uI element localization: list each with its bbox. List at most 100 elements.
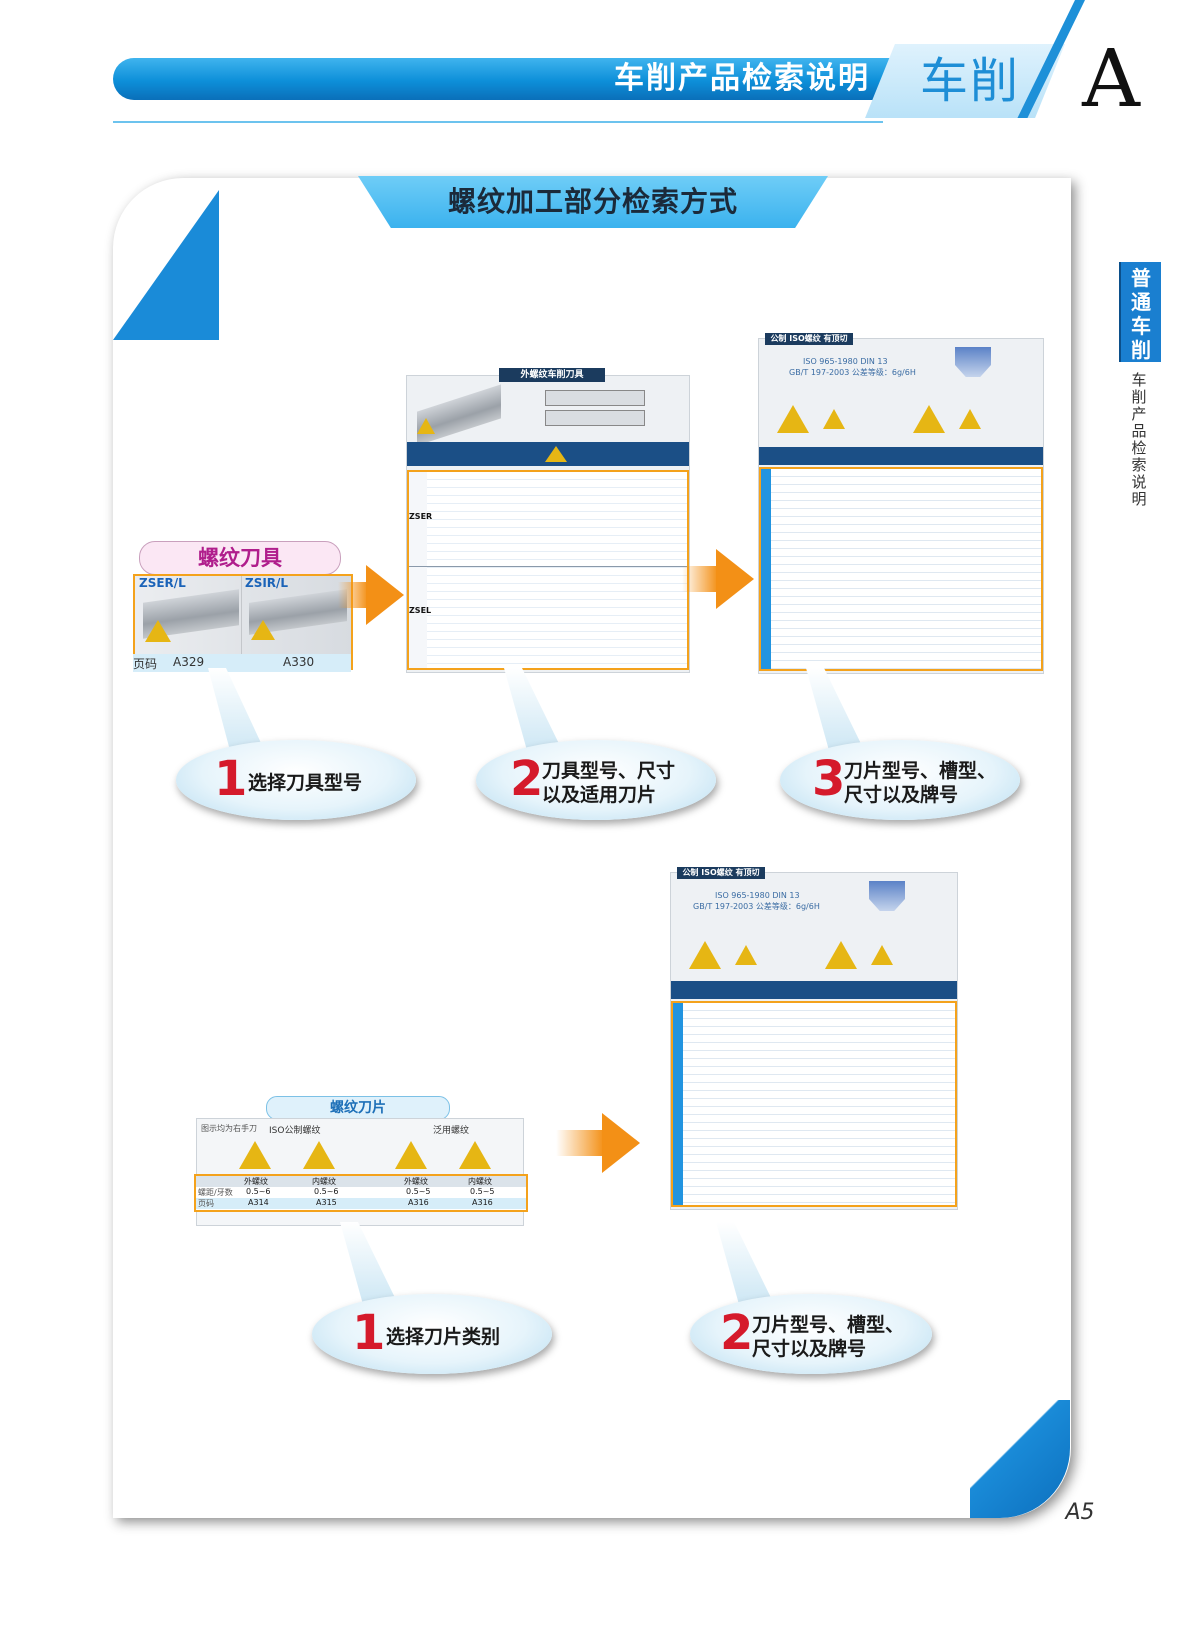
holder-drawing-bottom <box>545 410 645 426</box>
page-title: 车削产品检索说明 <box>614 61 870 96</box>
step-number: 2 <box>510 751 544 807</box>
page-ref-a330[interactable]: A330 <box>283 655 315 669</box>
insert-table-rows <box>759 467 1043 671</box>
col-header: 外螺纹 <box>404 1177 428 1186</box>
page-ref-a316[interactable]: A316 <box>408 1198 429 1207</box>
page-ref-a314[interactable]: A314 <box>248 1198 269 1207</box>
flow-arrow-shaft <box>556 1130 604 1156</box>
step-number: 1 <box>214 751 248 807</box>
page-row: 页码 A314 A315 A316 A316 <box>196 1198 526 1209</box>
col-header: 内螺纹 <box>312 1177 336 1186</box>
step-number: 1 <box>352 1305 386 1361</box>
insert-icon <box>303 1141 335 1169</box>
insert-standard-1: ISO 965-1980 DIN 13 <box>715 891 800 900</box>
tool-right-label: ZSIR/L <box>245 576 289 590</box>
page-label: 页码 <box>133 657 158 671</box>
insert-icon <box>871 945 893 965</box>
insert-table-header <box>759 447 1043 465</box>
step-text: 选择刀片类别 <box>386 1326 501 1348</box>
group-general: 泛用螺纹 <box>433 1126 470 1136</box>
insert-icon <box>735 945 757 965</box>
thread-profile-icon <box>955 347 991 377</box>
insert-table-side-bar <box>673 1003 683 1205</box>
step-1-callout: 1 选择刀具型号 <box>176 740 416 820</box>
step-number: 3 <box>812 751 846 807</box>
page-ref-a315[interactable]: A315 <box>316 1198 337 1207</box>
section-tab[interactable]: 车削 <box>919 53 1020 109</box>
step-3-callout: 3 刀片型号、槽型、 尺寸以及牌号 <box>780 740 1020 820</box>
insert-standard-2: GB/T 197-2003 公差等级：6g/6H <box>789 368 916 377</box>
pitch-label: 螺距/牙数 <box>198 1188 233 1197</box>
insert-standard-1: ISO 965-1980 DIN 13 <box>803 357 888 366</box>
flow-arrow <box>366 565 404 625</box>
tool-table-header <box>407 442 689 466</box>
tool-table-divider <box>409 566 687 567</box>
page-curl-top-left <box>113 190 219 340</box>
insert-table-thumbnail[interactable]: 公制 ISO螺纹 有顶切 ISO 965-1980 DIN 13 GB/T 19… <box>758 333 1044 674</box>
insert-standard-2: GB/T 197-2003 公差等级：6g/6H <box>693 902 820 911</box>
bottom-step-1-callout: 1 选择刀片类别 <box>312 1294 552 1374</box>
page-number: A5 <box>1065 1500 1095 1525</box>
step-text-line1: 刀具型号、尺寸 <box>542 760 676 782</box>
card-banner <box>358 176 828 228</box>
insert-icon <box>459 1141 491 1169</box>
step-2-callout: 2 刀具型号、尺寸 以及适用刀片 <box>476 740 716 820</box>
insert-table-header <box>671 981 957 999</box>
insert-table-title: 公制 ISO螺纹 有顶切 <box>677 867 765 879</box>
side-tab-turning[interactable]: 普通车削 <box>1121 262 1161 362</box>
step-text-line1: 刀片型号、槽型、 <box>752 1314 905 1336</box>
pitch-value: 0.5~5 <box>406 1187 431 1196</box>
header-bar <box>113 58 913 100</box>
col-header: 内螺纹 <box>468 1177 492 1186</box>
tool-table-rows: ZSER ZSEL <box>407 470 689 670</box>
flow-arrow <box>602 1113 640 1173</box>
pitch-row: 螺距/牙数 0.5~6 0.5~6 0.5~5 0.5~5 <box>196 1187 526 1198</box>
page-ref-a329[interactable]: A329 <box>173 655 205 669</box>
insert-category-headers: 外螺纹 内螺纹 外螺纹 内螺纹 <box>196 1176 526 1187</box>
flow-arrow-shaft <box>338 582 368 608</box>
insert-table-thumbnail-2[interactable]: 公制 ISO螺纹 有顶切 ISO 965-1980 DIN 13 GB/T 19… <box>670 867 958 1210</box>
tool-table-holder-image <box>417 384 501 446</box>
bottom-step-2-callout: 2 刀片型号、槽型、 尺寸以及牌号 <box>690 1294 932 1374</box>
insert-icon <box>959 409 981 429</box>
col-header: 外螺纹 <box>244 1177 268 1186</box>
thread-profile-icon <box>869 881 905 911</box>
tool-left-label: ZSER/L <box>139 576 186 590</box>
insert-icon <box>913 405 945 433</box>
tool-table-thumbnail[interactable]: 外螺纹车削刀具 ZSER ZSEL <box>406 368 690 673</box>
insert-icon <box>777 405 809 433</box>
side-tab-label: 普通车削 <box>1131 266 1151 362</box>
holder-drawing-top <box>545 390 645 406</box>
zser-label: ZSER <box>409 512 433 521</box>
pitch-value: 0.5~6 <box>314 1187 339 1196</box>
insert-category-table: 外螺纹 内螺纹 外螺纹 内螺纹 螺距/牙数 0.5~6 0.5~6 0.5~5 … <box>194 1174 528 1212</box>
tool-page-row: 页码 A329 A330 <box>133 654 351 672</box>
pitch-value: 0.5~5 <box>470 1187 495 1196</box>
insert-table-side-bar <box>761 469 771 669</box>
group-iso: ISO公制螺纹 <box>269 1126 321 1136</box>
insert-category-pill[interactable]: 螺纹刀片 <box>266 1096 450 1120</box>
pitch-value: 0.5~6 <box>246 1187 271 1196</box>
note-right-hand: 图示均为右手刀 <box>201 1124 257 1133</box>
insert-icon <box>823 409 845 429</box>
step-text-line2: 尺寸以及牌号 <box>752 1338 867 1360</box>
page-ref-a316[interactable]: A316 <box>472 1198 493 1207</box>
tool-table-type-col <box>409 472 427 668</box>
tool-category-pill[interactable]: 螺纹刀具 <box>139 541 341 575</box>
zsel-label: ZSEL <box>409 606 432 615</box>
insert-icon <box>689 941 721 969</box>
step-text-line2: 尺寸以及牌号 <box>844 784 959 806</box>
card-banner-title: 螺纹加工部分检索方式 <box>447 185 738 218</box>
step-text: 选择刀具型号 <box>248 772 363 794</box>
step-number: 2 <box>720 1305 754 1361</box>
tool-table-title: 外螺纹车削刀具 <box>499 368 605 382</box>
flow-arrow-shaft <box>682 566 718 592</box>
flow-arrow <box>716 549 754 609</box>
tool-divider <box>241 576 242 656</box>
section-letter: A <box>1082 32 1140 125</box>
insert-table-title: 公制 ISO螺纹 有顶切 <box>765 333 853 345</box>
side-tab-sublabel: 车削产品检索说明 <box>1131 371 1147 508</box>
insert-icon <box>239 1141 271 1169</box>
step-text-line2: 以及适用刀片 <box>542 784 657 806</box>
header-underline <box>113 121 883 123</box>
